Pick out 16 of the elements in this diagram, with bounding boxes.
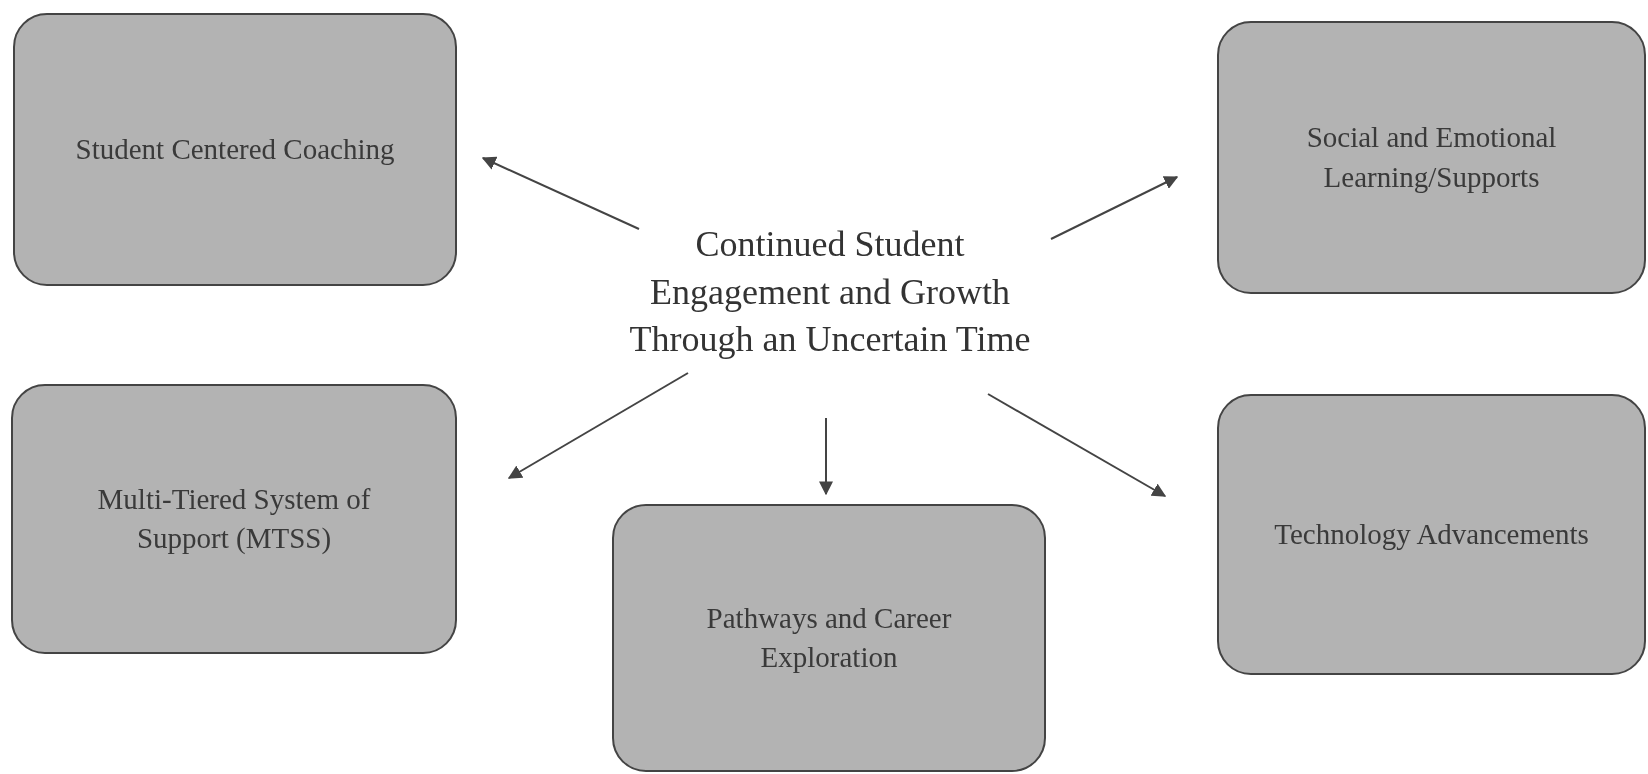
topic-label: Pathways and Career Exploration [705, 600, 953, 675]
central-topic-text: Continued Student Engagement and Growth Through an Uncertain Time [628, 222, 1032, 362]
topic-box [1217, 394, 1646, 675]
arrow [481, 156, 640, 230]
arrow [819, 417, 833, 496]
arrow [1050, 176, 1179, 240]
topic-box [612, 504, 1046, 772]
topic-box [1217, 21, 1646, 294]
topic-label: Technology Advancements [1274, 516, 1589, 552]
arrow [507, 372, 689, 479]
topic-label: Multi-Tiered System of Support (MTSS) [96, 481, 372, 556]
topic-label: Social and Emotional Learning/Supports [1305, 120, 1558, 195]
topic-label: Student Centered Coaching [75, 131, 395, 167]
topic-box [11, 384, 457, 654]
arrow [987, 393, 1167, 497]
topic-box [13, 13, 457, 286]
